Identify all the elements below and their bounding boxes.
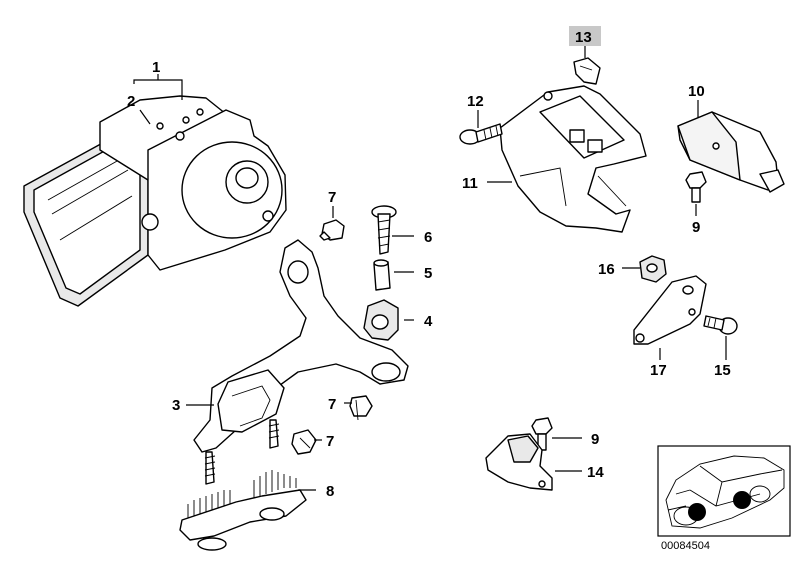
- callout-4: 4: [424, 313, 433, 330]
- callout-12: 12: [467, 93, 484, 110]
- sleeve: [373, 259, 391, 291]
- spring-clip: [573, 57, 601, 85]
- hex-nut: [639, 255, 667, 283]
- callout-10: 10: [688, 83, 705, 100]
- bolt-nine-lower: [531, 417, 553, 451]
- callout-9-upper: 9: [692, 219, 700, 236]
- callout-3: 3: [172, 397, 180, 414]
- callout-2: 2: [127, 93, 135, 110]
- callout-13-highlight: [569, 26, 601, 46]
- stud-bolts: [204, 419, 280, 485]
- callout-13: 13: [575, 29, 592, 46]
- bolt-nine-upper: [685, 171, 707, 203]
- abs-hydraulic-unit: [23, 95, 287, 307]
- collar-bolt: [371, 205, 397, 255]
- callout-15: 15: [714, 362, 731, 379]
- reference-number: 00084504: [661, 540, 710, 552]
- rubber-mount: [363, 299, 399, 341]
- rubber-bearing: [179, 470, 307, 551]
- callout-17: 17: [650, 362, 667, 379]
- callout-6: 6: [424, 229, 432, 246]
- callout-7-middle: 7: [328, 396, 336, 413]
- hex-bolt-middle: [349, 395, 373, 421]
- vehicle-locator: [657, 445, 791, 537]
- control-unit-bracket: [499, 85, 647, 233]
- callout-7-lower: 7: [326, 433, 334, 450]
- callout-14: 14: [587, 464, 604, 481]
- callout-1: 1: [152, 59, 160, 76]
- abs-bracket: [193, 239, 409, 453]
- hex-bolt-lower: [291, 429, 317, 455]
- flange-bolt-fifteen: [703, 315, 738, 335]
- flange-bolt: [459, 123, 503, 145]
- callout-7-top: 7: [328, 189, 336, 206]
- sensor-holder: [485, 433, 553, 491]
- callout-9-lower: 9: [591, 431, 599, 448]
- control-module: [677, 111, 785, 193]
- location-marker-front: [688, 503, 706, 521]
- callout-16: 16: [598, 261, 615, 278]
- callout-8: 8: [326, 483, 334, 500]
- callout-labels: 1 2 3 4 5 6 7 7 7 8 9 9 10 11 12 13 14 1…: [127, 26, 731, 500]
- callout-11: 11: [462, 175, 478, 192]
- leader-lines: [133, 46, 727, 491]
- callout-5: 5: [424, 265, 432, 282]
- bracket-strap: [633, 275, 707, 345]
- hex-bolt-top: [319, 219, 345, 241]
- location-marker-rear: [733, 491, 751, 509]
